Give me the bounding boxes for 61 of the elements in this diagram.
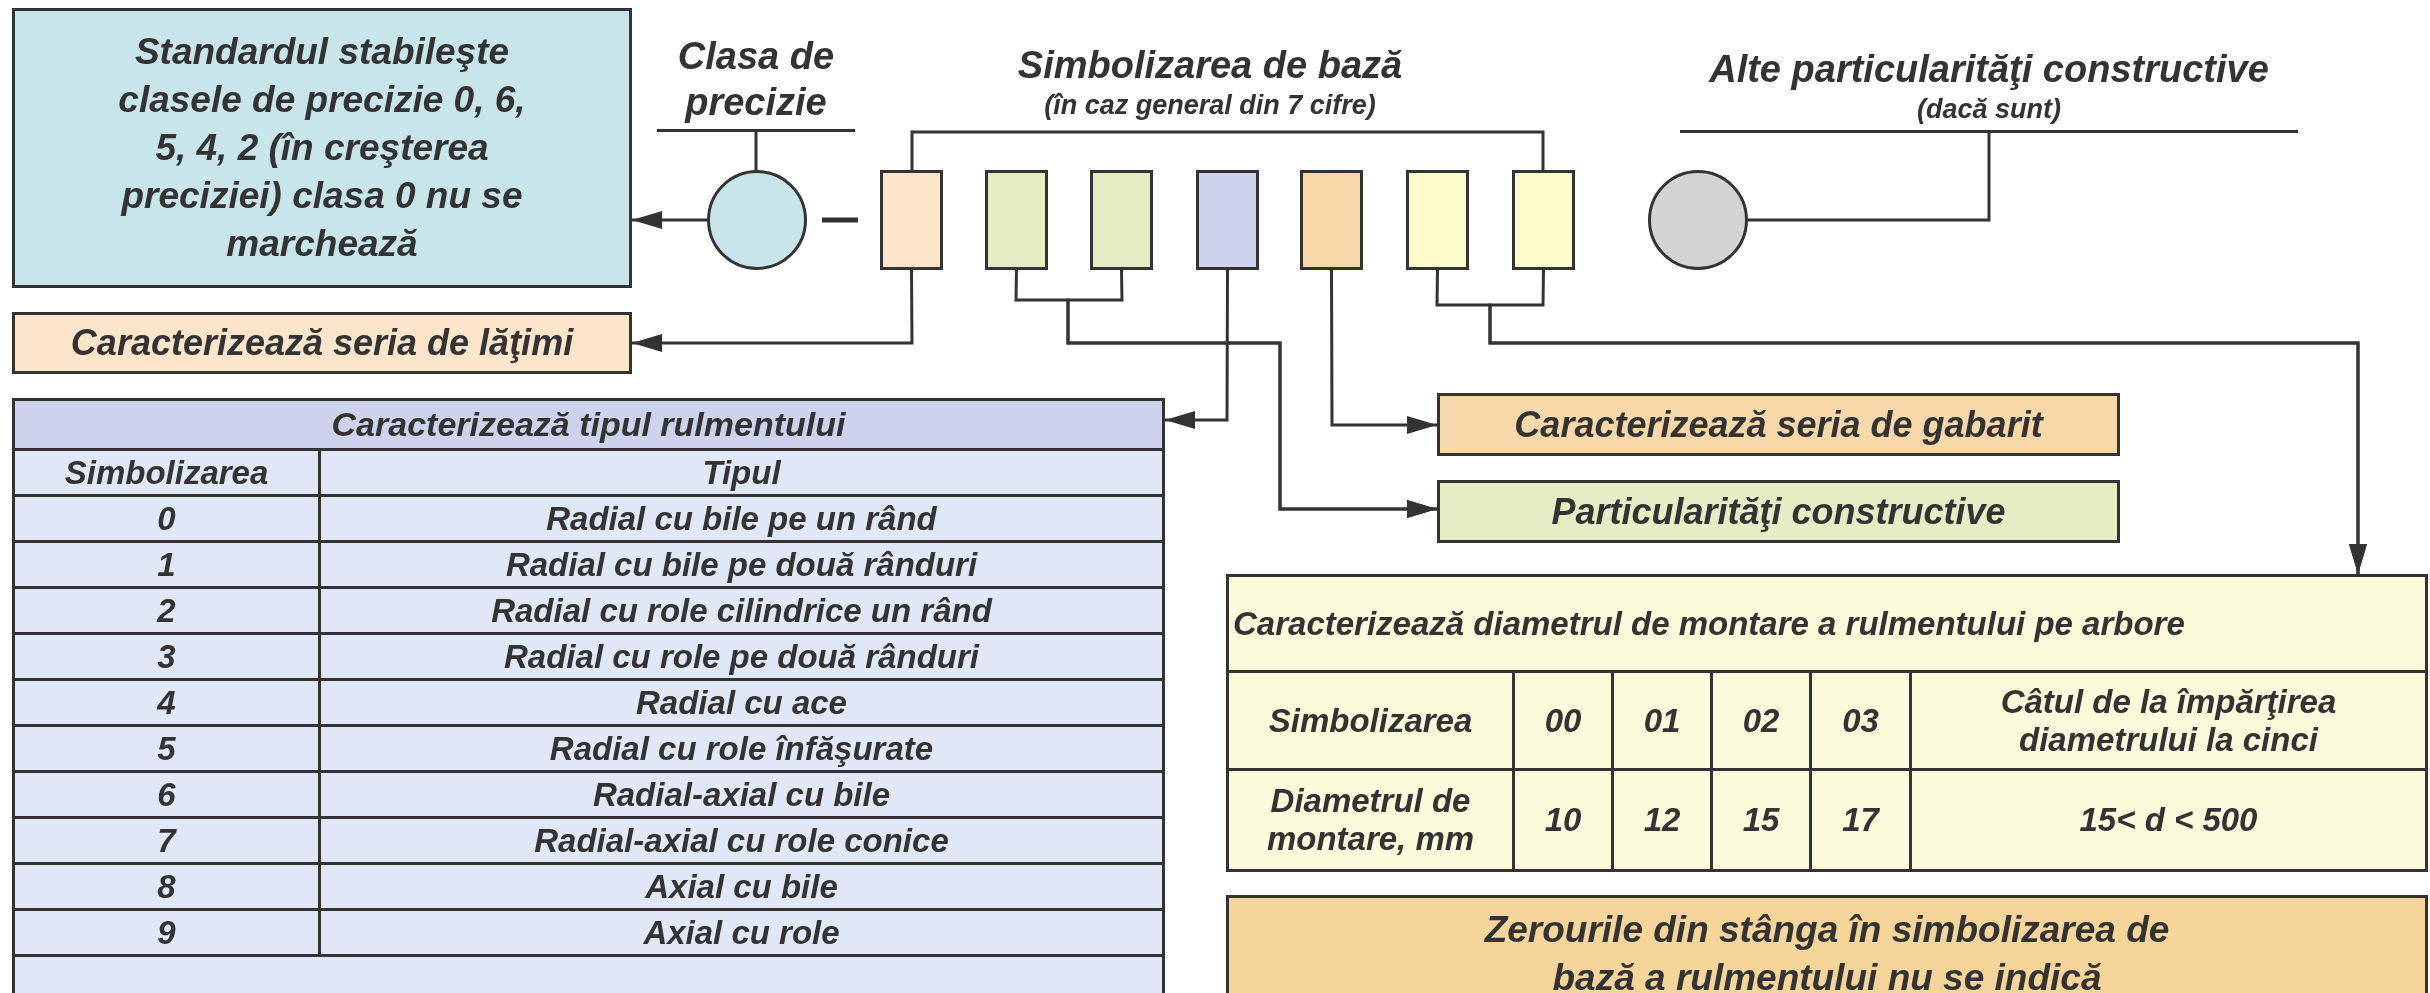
table-cell-text: Axial cu role [643, 916, 840, 949]
table-cell-text: 01 [1643, 701, 1681, 740]
table-cell-text: 00 [1544, 701, 1582, 740]
arrow [1165, 270, 1229, 429]
table-cell-text: 2 [157, 594, 176, 627]
table-cell-text: Radial cu ace [636, 686, 847, 719]
text-box: Caracterizează seria de gabarit [1437, 393, 2120, 456]
table-cell-text: 03 [1842, 701, 1879, 740]
table-cell-text: Câtul de la împărţirea diametrului la cinci [1999, 682, 2338, 759]
text-box: Particularităţi constructive [1437, 480, 2120, 543]
text-box: Standardul stabileşte clasele de precizie 0, 6, 5, 4, 2 (în creşterea preciziei) clasa 0 nu se marchează [12, 8, 632, 288]
table-cell-text: 6 [157, 778, 176, 811]
table-title: Caracterizează diametrul de montare a rulmentului pe arbore [1233, 603, 2185, 644]
digit-box [1512, 170, 1575, 270]
table-cell-text: Radial-axial cu role conice [534, 824, 949, 857]
table-cell-text: 7 [157, 824, 176, 857]
digit-box [880, 170, 943, 270]
digit-box [1090, 170, 1153, 270]
heading-label: Simbolizarea de bază [1017, 43, 1403, 88]
table-cell-text: 15 [1742, 801, 1780, 839]
type-table [12, 398, 1165, 993]
table-cell-text: Radial cu role înfăşurate [549, 732, 934, 765]
table-cell-text: 9 [157, 916, 176, 949]
text-box: Zerourile din stânga în simbolizarea de bază a rulmentului nu se indică [1226, 895, 2428, 993]
arrow [632, 270, 914, 352]
arrow [632, 211, 707, 229]
table-cell-text: 10 [1544, 801, 1582, 839]
heading-label: Alte particularităţi constructive [1709, 47, 2269, 92]
table-cell-text: Diametrul de montare, mm [1265, 782, 1476, 858]
table-cell-text: 12 [1643, 801, 1681, 839]
table-cell-text: Simbolizarea [64, 456, 269, 489]
table-cell-text: Tipul [702, 456, 781, 489]
digit-box [1406, 170, 1469, 270]
table-cell-text: 0 [157, 502, 176, 535]
table-title: Caracterizează tipul rulmentului [331, 404, 846, 445]
note-label: (în caz general din 7 cifre) [1044, 89, 1376, 122]
table-cell-text: Axial cu bile [645, 870, 838, 903]
table-cell-text: Radial cu bile pe două rânduri [505, 548, 978, 581]
table-cell-text: 4 [157, 686, 176, 719]
diameter-table [1226, 574, 2428, 872]
leader-line [1748, 133, 1991, 222]
table-cell-text: Simbolizarea [1268, 701, 1473, 740]
digit-box [1196, 170, 1259, 270]
table-cell-text: Radial-axial cu bile [592, 778, 891, 811]
heading-label: Clasa de precizie [676, 34, 836, 125]
table-cell-text: Radial cu role cilindrice un rând [491, 594, 992, 627]
table-cell-text: 8 [157, 870, 176, 903]
arrow [1330, 270, 1437, 434]
digit-box [985, 170, 1048, 270]
table-cell-text: 15< d < 500 [2079, 801, 2258, 839]
digit-box [1300, 170, 1363, 270]
table-cell-text: Radial cu bile pe un rând [546, 502, 937, 535]
table-cell-text: 02 [1742, 701, 1780, 740]
table-cell-text: Radial cu role pe două rânduri [504, 640, 979, 673]
note-label: (dacă sunt) [1917, 93, 2061, 126]
table-cell-text: 5 [157, 732, 176, 765]
text-box: Caracterizează seria de lăţimi [12, 312, 632, 374]
leader-line [754, 132, 758, 170]
table-cell-text: 3 [157, 640, 176, 673]
table-cell-text: 1 [157, 548, 176, 581]
table-cell-text: 17 [1842, 801, 1879, 839]
